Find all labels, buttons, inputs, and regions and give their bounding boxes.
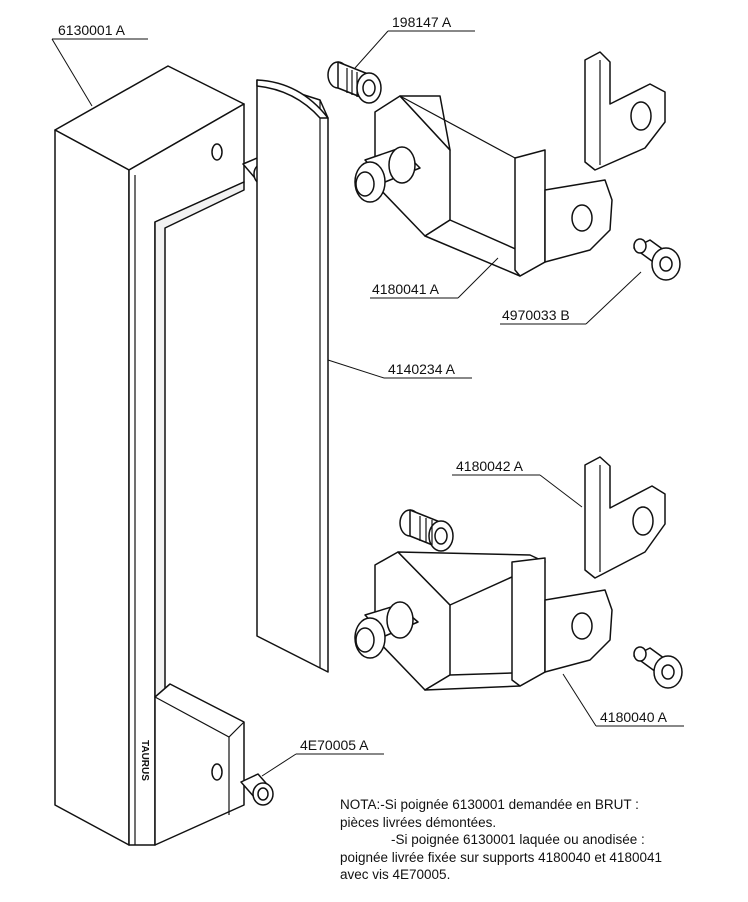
nut-198147-top	[327, 61, 382, 104]
label-198147: 198147 A	[392, 14, 452, 30]
label-4140234: 4140234 A	[388, 361, 456, 377]
brand-mark: TAURUS	[139, 740, 150, 781]
screw-4E70005	[240, 773, 274, 806]
label-4180042: 4180042 A	[456, 458, 524, 474]
note-line-1: NOTA:-Si poignée 6130001 demandée en BRU…	[340, 797, 639, 812]
handle-6130001: TAURUS	[54, 65, 245, 846]
bracket-4180040	[354, 551, 613, 691]
note-line-4: poignée livrée fixée sur supports 418004…	[340, 849, 662, 865]
nut-bottom	[399, 509, 454, 552]
assembly-note: NOTA:-Si poignée 6130001 demandée en BRU…	[340, 796, 745, 884]
label-4970033: 4970033 B	[502, 307, 570, 323]
plate-4140234	[256, 79, 329, 673]
bracket-4180041	[354, 95, 613, 277]
screw-bottom	[633, 646, 683, 689]
label-6130001: 6130001 A	[58, 22, 126, 38]
leader-lines	[51, 30, 684, 777]
screw-4970033-top	[633, 238, 681, 281]
note-line-3: -Si poignée 6130001 laquée ou anodisée :	[391, 832, 645, 847]
label-4180040: 4180040 A	[600, 709, 668, 725]
note-line-5: avec vis 4E70005.	[340, 867, 451, 882]
label-4180041: 4180041 A	[372, 281, 440, 297]
shim-4180042	[584, 456, 666, 579]
shim-top	[584, 51, 666, 171]
note-line-2: pièces livrées démontées.	[340, 814, 497, 830]
label-4E70005: 4E70005 A	[300, 737, 369, 753]
